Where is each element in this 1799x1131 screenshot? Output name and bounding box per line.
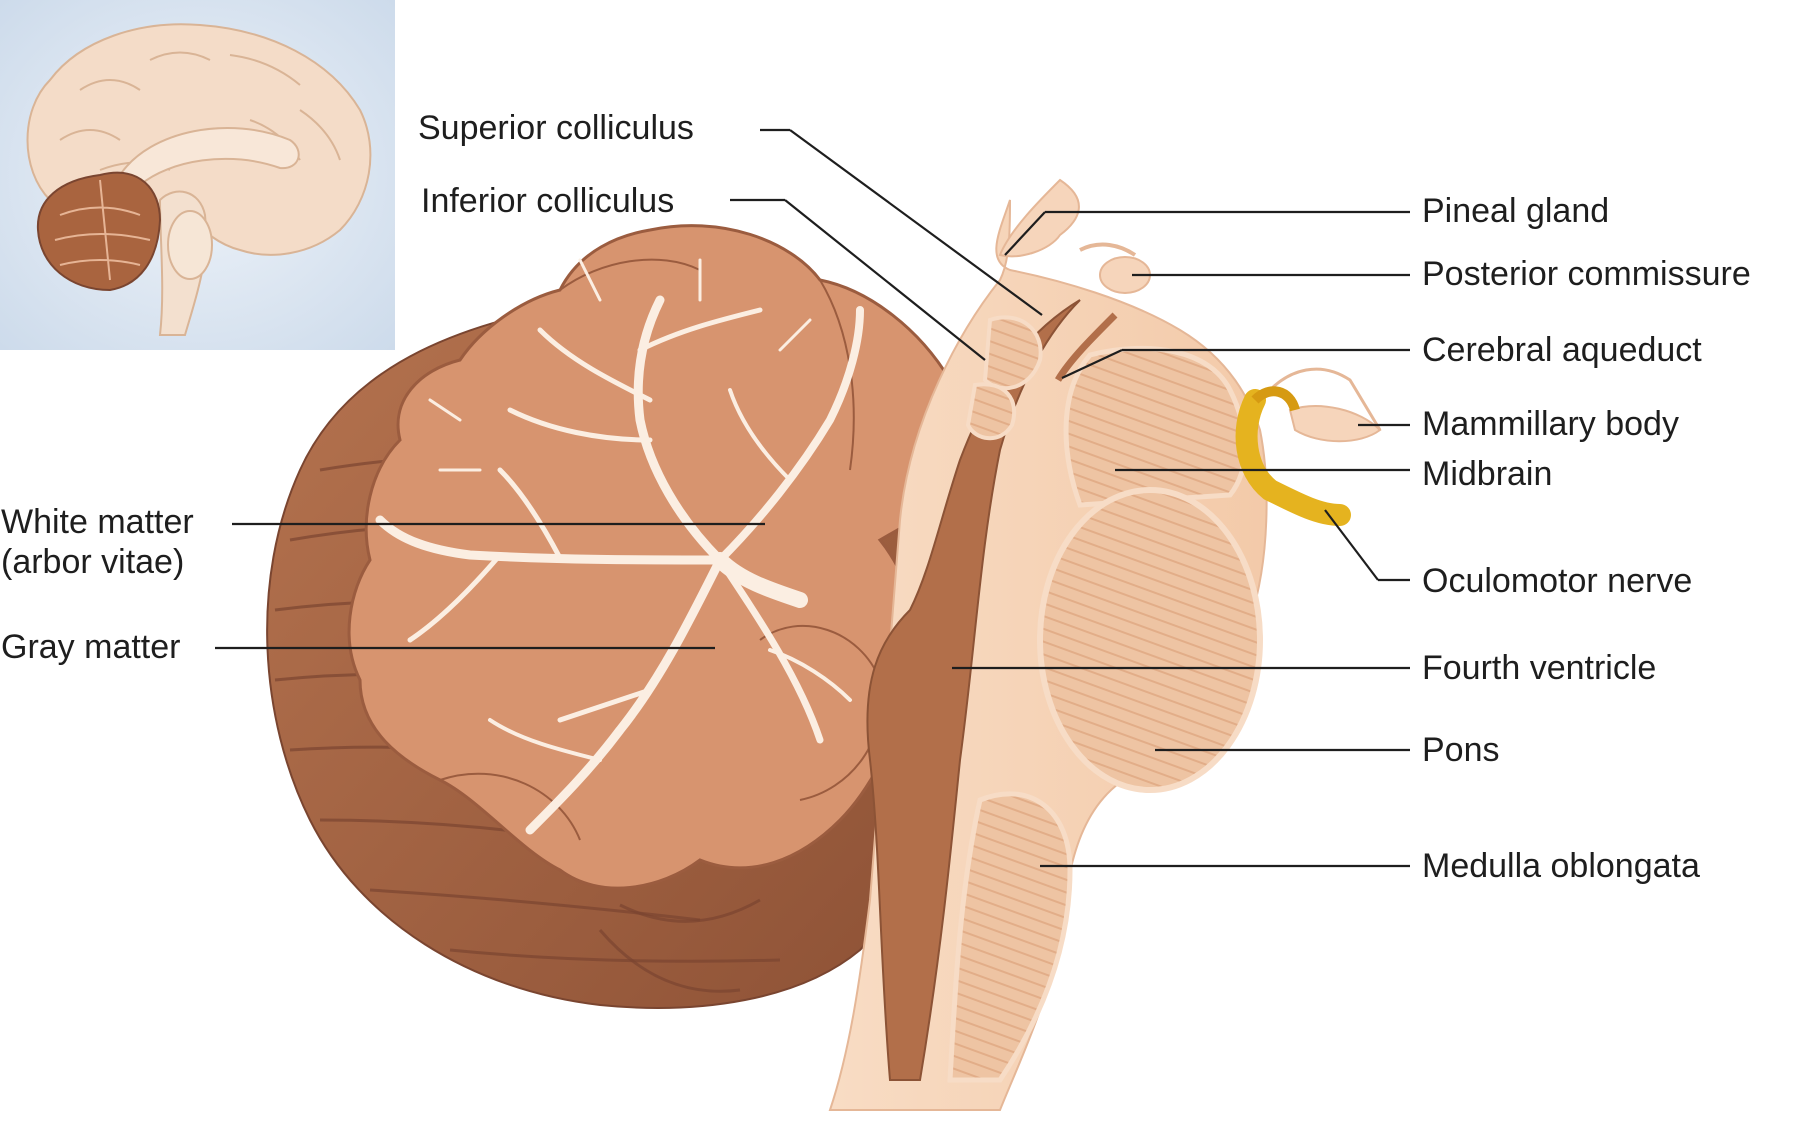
label-inferior-colliculus: Inferior colliculus bbox=[421, 182, 675, 220]
label-cerebral-aqueduct: Cerebral aqueduct bbox=[1422, 331, 1702, 369]
label-white-matter-line2: (arbor vitae) bbox=[1, 543, 185, 581]
leader-line-inferior-colliculus-diag bbox=[784, 199, 986, 361]
arbor-vitae bbox=[375, 258, 864, 835]
label-mammillary-body: Mammillary body bbox=[1422, 405, 1679, 443]
label-fourth-ventricle: Fourth ventricle bbox=[1422, 649, 1657, 687]
label-medulla-oblongata: Medulla oblongata bbox=[1422, 847, 1700, 885]
label-midbrain: Midbrain bbox=[1422, 455, 1553, 493]
label-pons: Pons bbox=[1422, 731, 1500, 769]
label-white-matter-line1: White matter bbox=[1, 503, 194, 541]
label-posterior-commissure: Posterior commissure bbox=[1422, 255, 1751, 293]
leader-line-superior-colliculus-diag bbox=[789, 129, 1043, 316]
brainstem bbox=[828, 178, 1382, 1111]
leader-line-oculomotor-nerve-diag bbox=[1324, 509, 1379, 581]
leader-line-cerebral-aqueduct-diag bbox=[1061, 349, 1123, 379]
label-white-matter: White matter (arbor vitae) bbox=[1, 502, 194, 582]
label-gray-matter: Gray matter bbox=[1, 628, 181, 666]
leader-lines bbox=[215, 128, 1410, 868]
label-oculomotor-nerve: Oculomotor nerve bbox=[1422, 562, 1693, 600]
label-pineal-gland: Pineal gland bbox=[1422, 192, 1610, 230]
mid-sagittal-brain-locator-icon bbox=[0, 0, 395, 350]
leader-line-pineal-gland-diag bbox=[1004, 211, 1046, 256]
label-superior-colliculus: Superior colliculus bbox=[418, 109, 694, 147]
